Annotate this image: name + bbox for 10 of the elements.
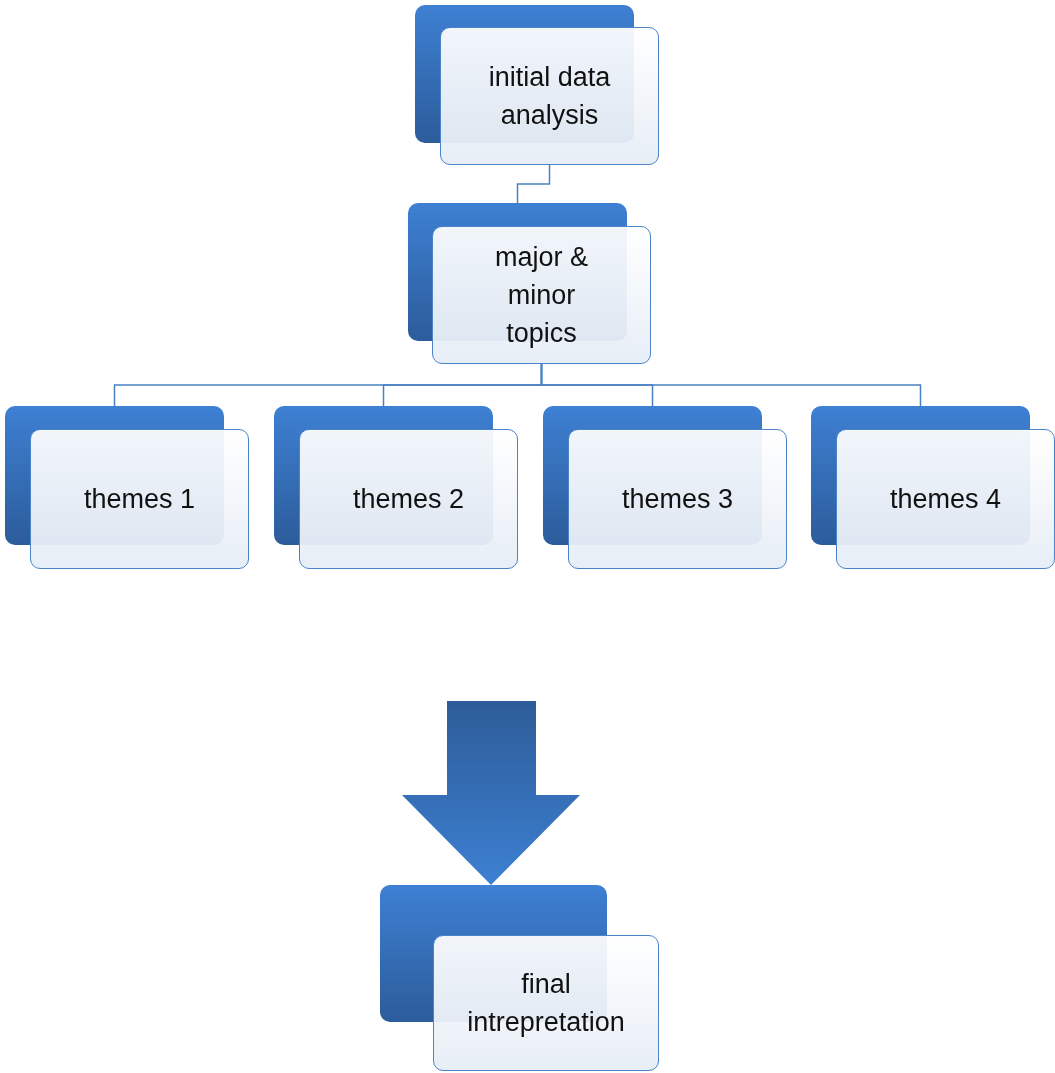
connector-line [540, 363, 922, 407]
block-arrow [402, 701, 580, 885]
connector-line [516, 164, 551, 204]
node-label: final intrepretation [467, 968, 625, 1039]
node-label: themes 3 [621, 483, 734, 516]
node-label: initial data analysis [487, 61, 612, 132]
node-label: themes 1 [83, 483, 196, 516]
node-label: major & minor topics [494, 241, 589, 350]
node-label: themes 4 [889, 483, 1002, 516]
node-label: themes 2 [352, 483, 465, 516]
